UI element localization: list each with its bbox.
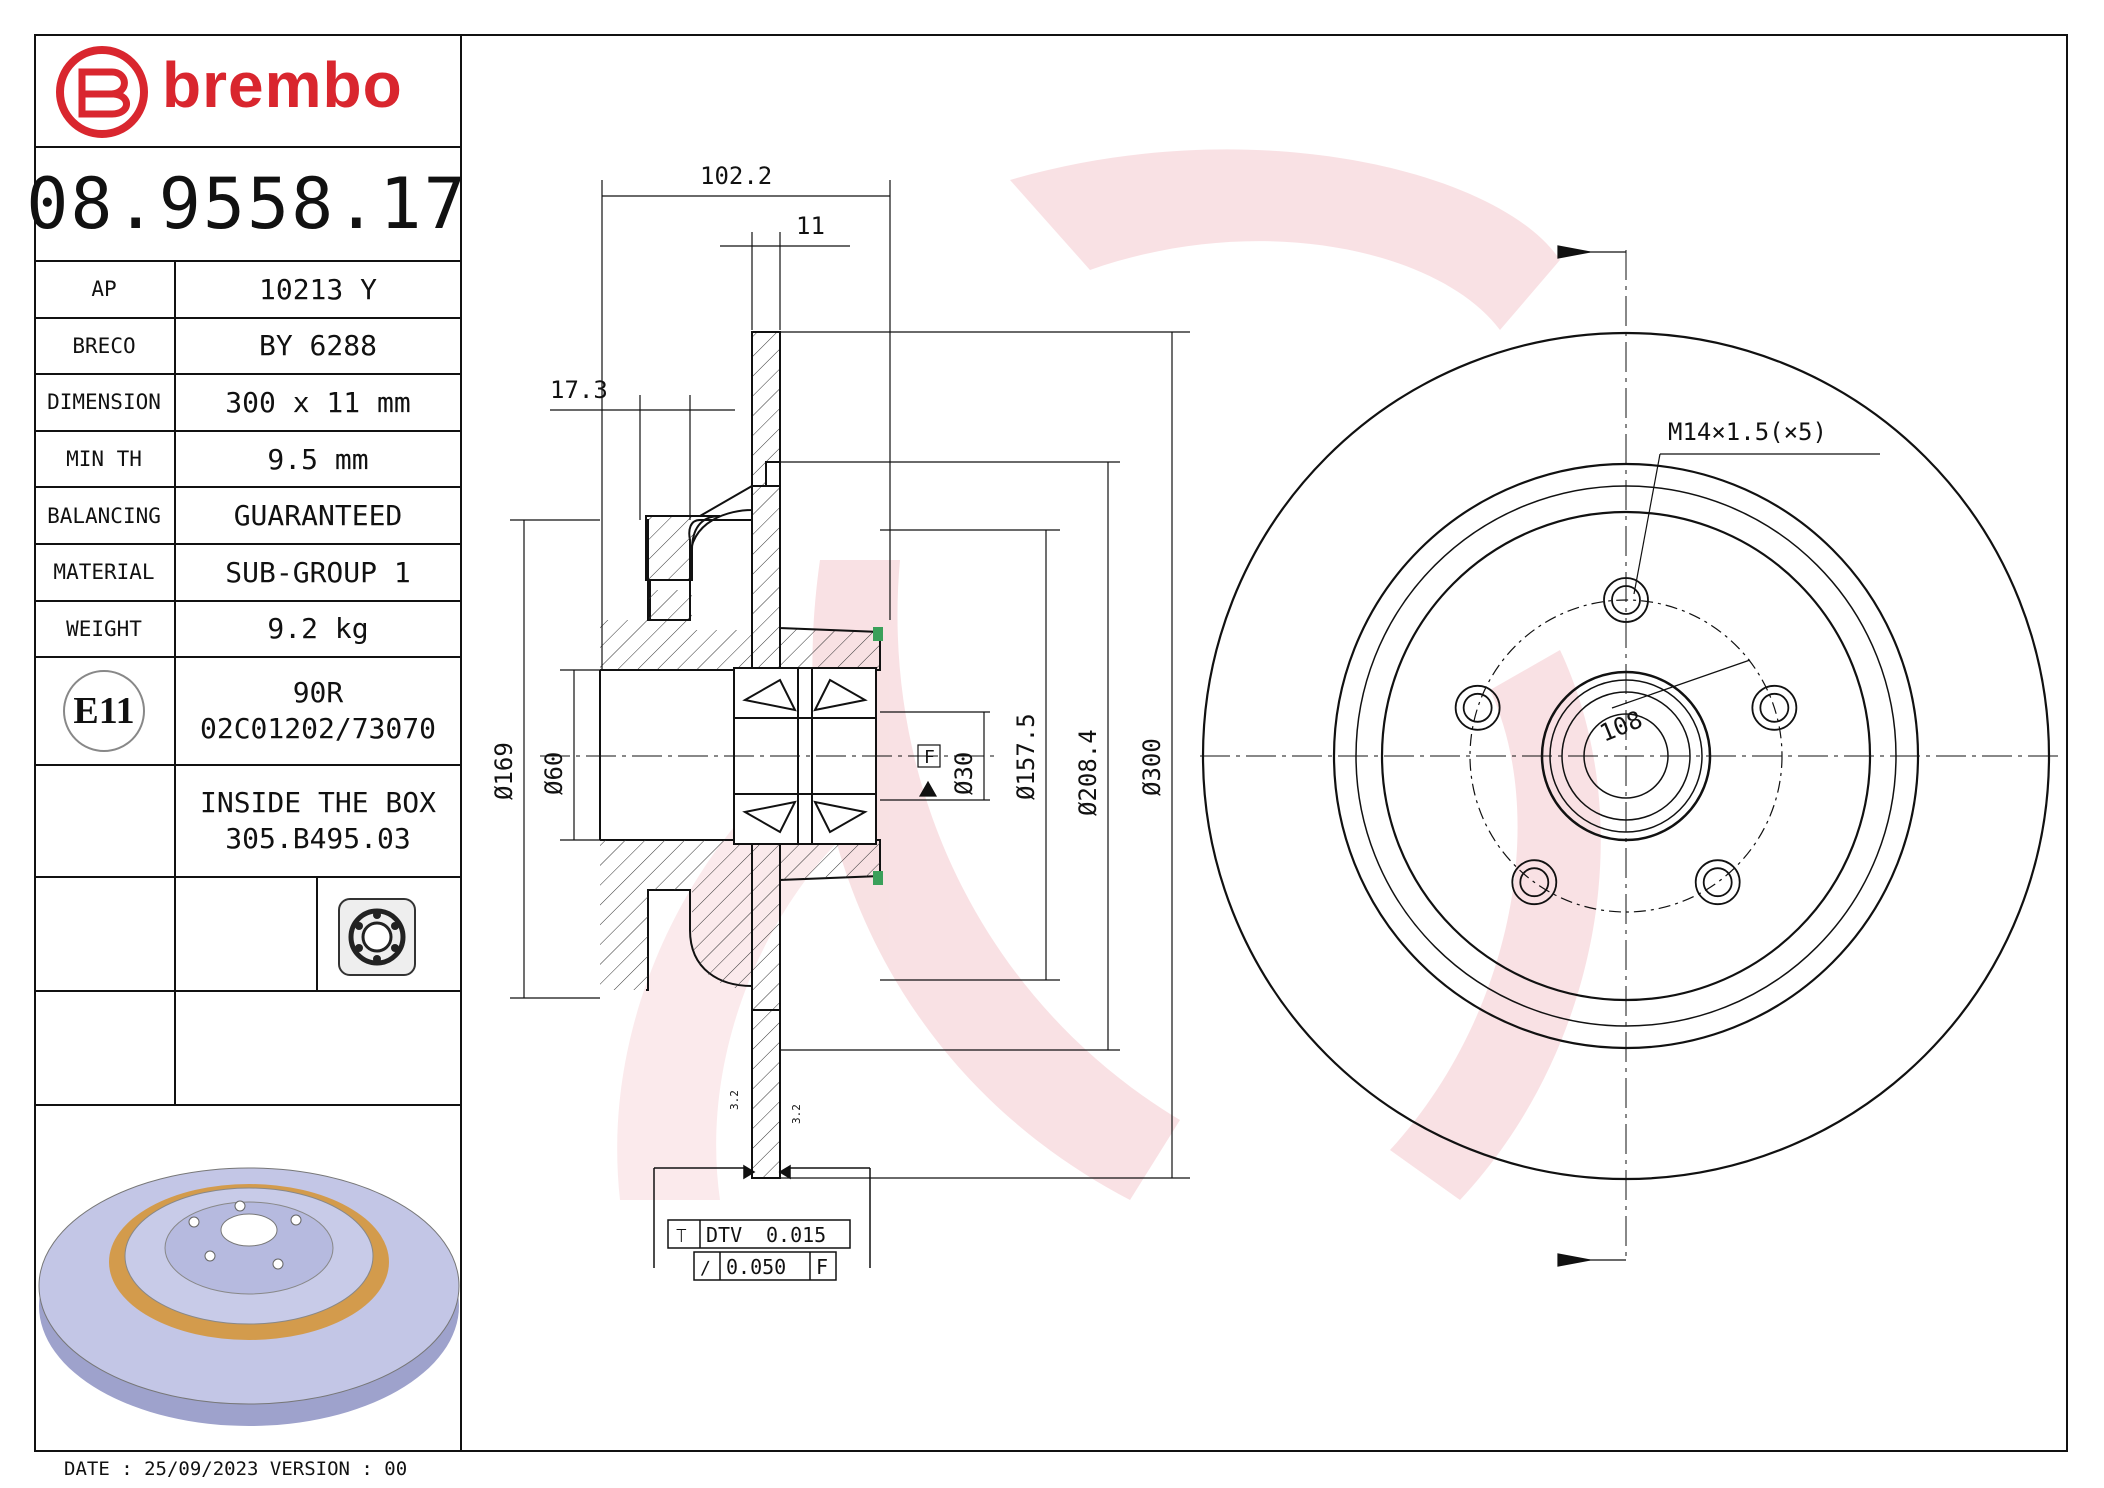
surface-a: 3.2 [728, 1090, 741, 1110]
homologation-cell: E11 [34, 658, 176, 764]
surface-b: 3.2 [790, 1104, 803, 1124]
spec-label: MATERIAL [34, 545, 176, 600]
part-number: 08.9558.17 [26, 148, 466, 262]
bolt-hole [1759, 692, 1790, 723]
datum-label: F [924, 747, 935, 768]
inside-box-value: INSIDE THE BOX 305.B495.03 [176, 766, 460, 876]
spec-row: BALANCING GUARANTEED [34, 488, 460, 545]
dimension-labels: 102.2 11 17.3 F Ø169 Ø60 Ø30 Ø157.5 Ø208… [490, 162, 1166, 1124]
spec-value: 300 x 11 mm [225, 385, 411, 419]
dim-d208: Ø208.4 [1074, 729, 1102, 816]
bolt-hole [1603, 577, 1649, 623]
spec-row: MATERIAL SUB-GROUP 1 [34, 545, 460, 602]
brand-name: brembo [162, 49, 403, 121]
dimension-lines [510, 180, 1190, 1179]
spec-row: DIMENSION 300 x 11 mm [34, 375, 460, 432]
bearing-row [34, 878, 460, 992]
dim-d60: Ø60 [540, 752, 568, 795]
dim-offset: 17.3 [550, 376, 608, 404]
bolt-hole [1611, 585, 1641, 615]
dim-d30: Ø30 [950, 752, 978, 795]
dtv-label: DTV [706, 1223, 742, 1247]
bolt-hole [1462, 692, 1493, 723]
e11-mark: E11 [63, 670, 145, 752]
spec-label: AP [34, 262, 176, 317]
homologation-line1: 90R [292, 676, 344, 709]
spec-row: BRECO BY 6288 [34, 318, 460, 376]
bolt-hole [1694, 859, 1741, 906]
section-view [540, 331, 1000, 1179]
bolt-hole [1519, 867, 1550, 898]
spec-row: MIN TH 9.5 mm [34, 431, 460, 489]
date-version: DATE : 25/09/2023 VERSION : 00 [64, 1458, 408, 1480]
inside-box-title: INSIDE THE BOX [199, 786, 436, 819]
tolerance-frames [653, 1164, 871, 1281]
dtv-value: 0.015 [766, 1223, 826, 1247]
thread-label: M14×1.5(×5) [1668, 418, 1827, 446]
svg-text:⟙: ⟙ [676, 1226, 687, 1247]
spec-value: BY 6288 [258, 329, 377, 363]
homologation-line2: 02C01202/73070 [199, 712, 436, 745]
blank-row [34, 992, 460, 1106]
spec-label: MIN TH [34, 431, 176, 487]
bolt-holes [1454, 577, 1798, 906]
dim-d300: Ø300 [1138, 738, 1166, 796]
spec-row: WEIGHT 9.2 kg [34, 601, 460, 659]
spec-value: 10213 Y [258, 272, 377, 306]
bearing-icon [338, 898, 416, 976]
spec-value: 9.2 kg [267, 612, 369, 646]
product-render [34, 1106, 460, 1450]
dim-thickness: 11 [796, 212, 825, 240]
front-view [1200, 250, 2060, 1260]
spec-value: SUB-GROUP 1 [225, 555, 411, 589]
brembo-logo-icon [56, 46, 148, 138]
spec-row: AP 10213 Y [34, 262, 460, 319]
bolt-hole [1511, 859, 1558, 906]
inside-box-part: 305.B495.03 [225, 822, 411, 855]
brand-header: brembo [34, 34, 460, 148]
bolt-hole [1454, 684, 1501, 731]
spec-label: BRECO [34, 318, 176, 374]
spec-label: WEIGHT [34, 601, 176, 657]
runout-datum: F [816, 1255, 828, 1279]
homologation-row: E11 90R 02C01202/73070 [34, 658, 460, 766]
dim-d157: Ø157.5 [1012, 713, 1040, 800]
inside-box-row: INSIDE THE BOX 305.B495.03 [34, 766, 460, 878]
runout-value: 0.050 [726, 1255, 786, 1279]
front-annotations [1557, 245, 1880, 1267]
spec-label: DIMENSION [34, 375, 176, 430]
bolt-hole [1751, 684, 1798, 731]
spec-value: GUARANTEED [233, 499, 403, 533]
spec-label: BALANCING [34, 488, 176, 543]
dim-overall-width: 102.2 [700, 162, 772, 190]
dim-d169: Ø169 [490, 742, 518, 800]
spec-value: 9.5 mm [267, 442, 369, 476]
drawing-frame [34, 34, 2068, 1452]
bolt-hole [1702, 867, 1733, 898]
homologation-value: 90R 02C01202/73070 [176, 658, 460, 764]
tolerance-labels: ⟙ DTV 0.015 ∕ 0.050 F [676, 1223, 828, 1279]
svg-text:∕: ∕ [700, 1258, 711, 1279]
